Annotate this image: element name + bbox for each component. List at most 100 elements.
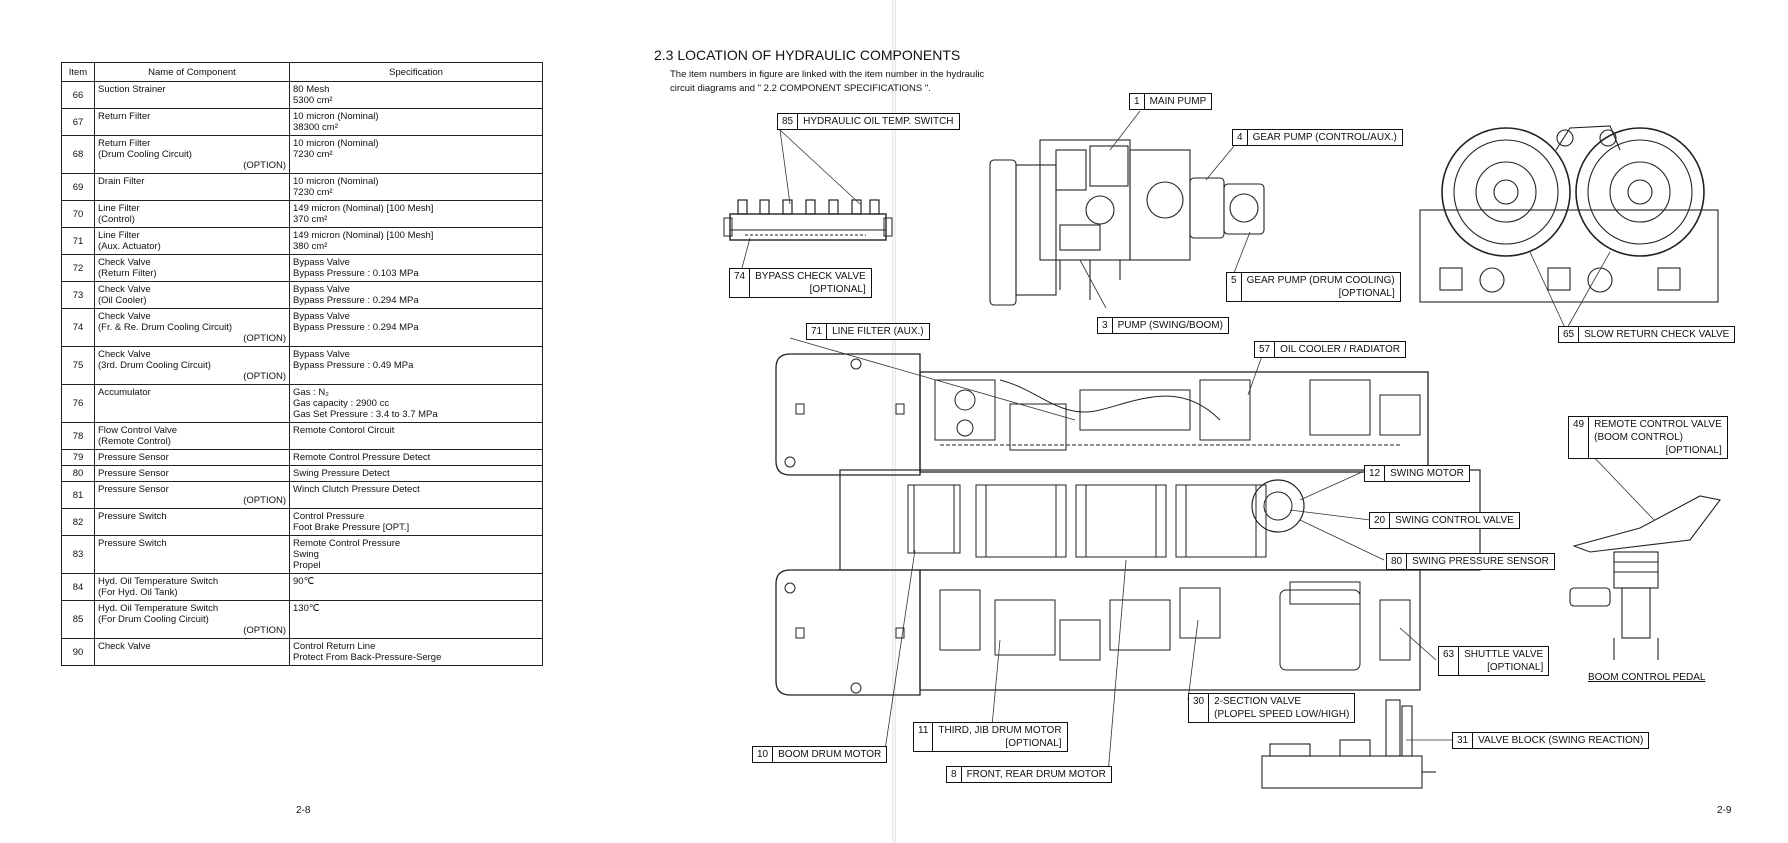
component-name-cell: Pressure Switch	[94, 508, 290, 536]
option-tag: (OPTION)	[243, 495, 286, 506]
specification-line: 7230 cm²	[293, 187, 333, 198]
left-page-number: 2-8	[296, 805, 311, 816]
specification-line: Bypass Pressure : 0.49 MPa	[293, 360, 414, 371]
callout-57: 57 OIL COOLER / RADIATOR	[1254, 341, 1406, 358]
component-name-line: Accumulator	[98, 387, 151, 398]
callout-label: SHUTTLE VALVE	[1464, 649, 1544, 660]
component-name-line: Pressure Sensor	[98, 468, 169, 479]
component-name-line: (Control)	[98, 214, 135, 225]
specification-line: Winch Clutch Pressure Detect	[293, 484, 420, 495]
callout-label: SWING PRESSURE SENSOR	[1412, 556, 1549, 567]
boom-control-pedal-label: BOOM CONTROL PEDAL	[1588, 672, 1706, 683]
item-number-cell: 67	[61, 108, 95, 136]
callout-8: 8 FRONT, REAR DRUM MOTOR	[946, 766, 1112, 783]
specification-line: Bypass Valve	[293, 284, 350, 295]
specification-line: Gas : N₂	[293, 387, 329, 398]
slow-return-check-valve-drawing	[1419, 125, 1719, 303]
callout-49: 49 REMOTE CONTROL VALVE(BOOM CONTROL)[OP…	[1568, 416, 1728, 459]
book-gutter	[892, 0, 896, 843]
specification-line: 7230 cm²	[293, 149, 333, 160]
specification-cell: 10 micron (Nominal)7230 cm²	[289, 135, 543, 174]
callout-3: 3 PUMP (SWING/BOOM)	[1097, 317, 1229, 334]
callout-label: SLOW RETURN CHECK VALVE	[1584, 329, 1730, 340]
callout-label: MAIN PUMP	[1149, 96, 1207, 107]
component-name-line: Return Filter	[98, 138, 151, 149]
option-tag: (OPTION)	[243, 371, 286, 382]
component-name-line: (Return Filter)	[98, 268, 157, 279]
component-name-line: Line Filter	[98, 203, 140, 214]
specification-line: Gas Set Pressure : 3.4 to 3.7 MPa	[293, 409, 438, 420]
callout-74: 74 BYPASS CHECK VALVE[OPTIONAL]	[729, 268, 872, 298]
specification-line: Swing	[293, 549, 319, 560]
specification-line: 380 cm²	[293, 241, 328, 252]
callout-12: 12 SWING MOTOR	[1364, 465, 1470, 482]
specification-line: 80 Mesh	[293, 84, 330, 95]
specification-cell: Winch Clutch Pressure Detect	[289, 481, 543, 509]
callout-label: GEAR PUMP (DRUM COOLING)	[1246, 275, 1395, 286]
specification-line: Bypass Valve	[293, 349, 350, 360]
specification-line: Foot Brake Pressure [OPT.]	[293, 522, 410, 533]
callout-label: BYPASS CHECK VALVE	[755, 271, 866, 282]
specification-line: 370 cm²	[293, 214, 328, 225]
callout-label: OIL COOLER / RADIATOR	[1280, 344, 1400, 355]
specification-line: Bypass Pressure : 0.294 MPa	[293, 322, 419, 333]
specification-line: Bypass Pressure : 0.294 MPa	[293, 295, 419, 306]
specification-line: 10 micron (Nominal)	[293, 111, 379, 122]
component-name-cell: Pressure Sensor (OPTION)	[94, 481, 290, 509]
item-number-cell: 76	[61, 384, 95, 423]
specification-line: Control Return Line	[293, 641, 376, 652]
callout-80: 80 SWING PRESSURE SENSOR	[1386, 553, 1555, 570]
specification-line: 10 micron (Nominal)	[293, 138, 379, 149]
callout-label: PUMP (SWING/BOOM)	[1117, 320, 1223, 331]
component-name-cell: Check Valve	[94, 638, 290, 666]
component-name-line: (For Hyd. Oil Tank)	[98, 587, 178, 598]
specification-line: Remote Control Pressure	[293, 538, 401, 549]
specification-line: Control Pressure	[293, 511, 365, 522]
specification-cell: 149 micron (Nominal) [100 Mesh]370 cm²	[289, 200, 543, 228]
callout-label: HYDRAULIC OIL TEMP. SWITCH	[803, 116, 954, 127]
component-name-cell: Return Filter	[94, 108, 290, 136]
option-tag: (OPTION)	[243, 625, 286, 636]
callout-sub: [OPTIONAL]	[1487, 662, 1544, 673]
component-name-line: Check Valve	[98, 284, 151, 295]
component-name-cell: Check Valve(Return Filter)	[94, 254, 290, 282]
component-name-line: (3rd. Drum Cooling Circuit)	[98, 360, 211, 371]
callout-11: 11 THIRD, JIB DRUM MOTOR[OPTIONAL]	[913, 722, 1068, 752]
valve-block-drawing	[1261, 699, 1436, 789]
callout-30: 30 2-SECTION VALVE(PLOPEL SPEED LOW/HIGH…	[1188, 693, 1356, 723]
component-name-line: Pressure Switch	[98, 538, 167, 549]
callout-label: 2-SECTION VALVE	[1214, 696, 1301, 707]
component-name-line: (Drum Cooling Circuit)	[98, 149, 192, 160]
callout-label: LINE FILTER (AUX.)	[832, 326, 924, 337]
component-name-line: Suction Strainer	[98, 84, 166, 95]
section-intro: The item numbers in figure are linked wi…	[670, 69, 985, 94]
callout-label: THIRD, JIB DRUM MOTOR	[938, 725, 1062, 736]
specification-line: 10 micron (Nominal)	[293, 176, 379, 187]
callout-4: 4 GEAR PUMP (CONTROL/AUX.)	[1232, 129, 1403, 146]
component-name-line: Check Valve	[98, 349, 151, 360]
specification-line: Remote Control Pressure Detect	[293, 452, 431, 463]
item-number-cell: 66	[61, 81, 95, 109]
item-number-cell: 81	[61, 481, 95, 509]
callout-label: GEAR PUMP (CONTROL/AUX.)	[1252, 132, 1397, 143]
callout-label: REMOTE CONTROL VALVE	[1594, 419, 1722, 430]
callout-71: 71 LINE FILTER (AUX.)	[806, 323, 930, 340]
callout-label: SWING MOTOR	[1390, 468, 1464, 479]
component-name-line: (For Drum Cooling Circuit)	[98, 614, 209, 625]
component-name-line: Pressure Sensor	[98, 484, 169, 495]
specification-line: 5300 cm²	[293, 95, 333, 106]
specification-cell: Remote Contorol Circuit	[289, 422, 543, 450]
component-name-line: Drain Filter	[98, 176, 145, 187]
section-title: 2.3 LOCATION OF HYDRAULIC COMPONENTS	[654, 47, 961, 63]
